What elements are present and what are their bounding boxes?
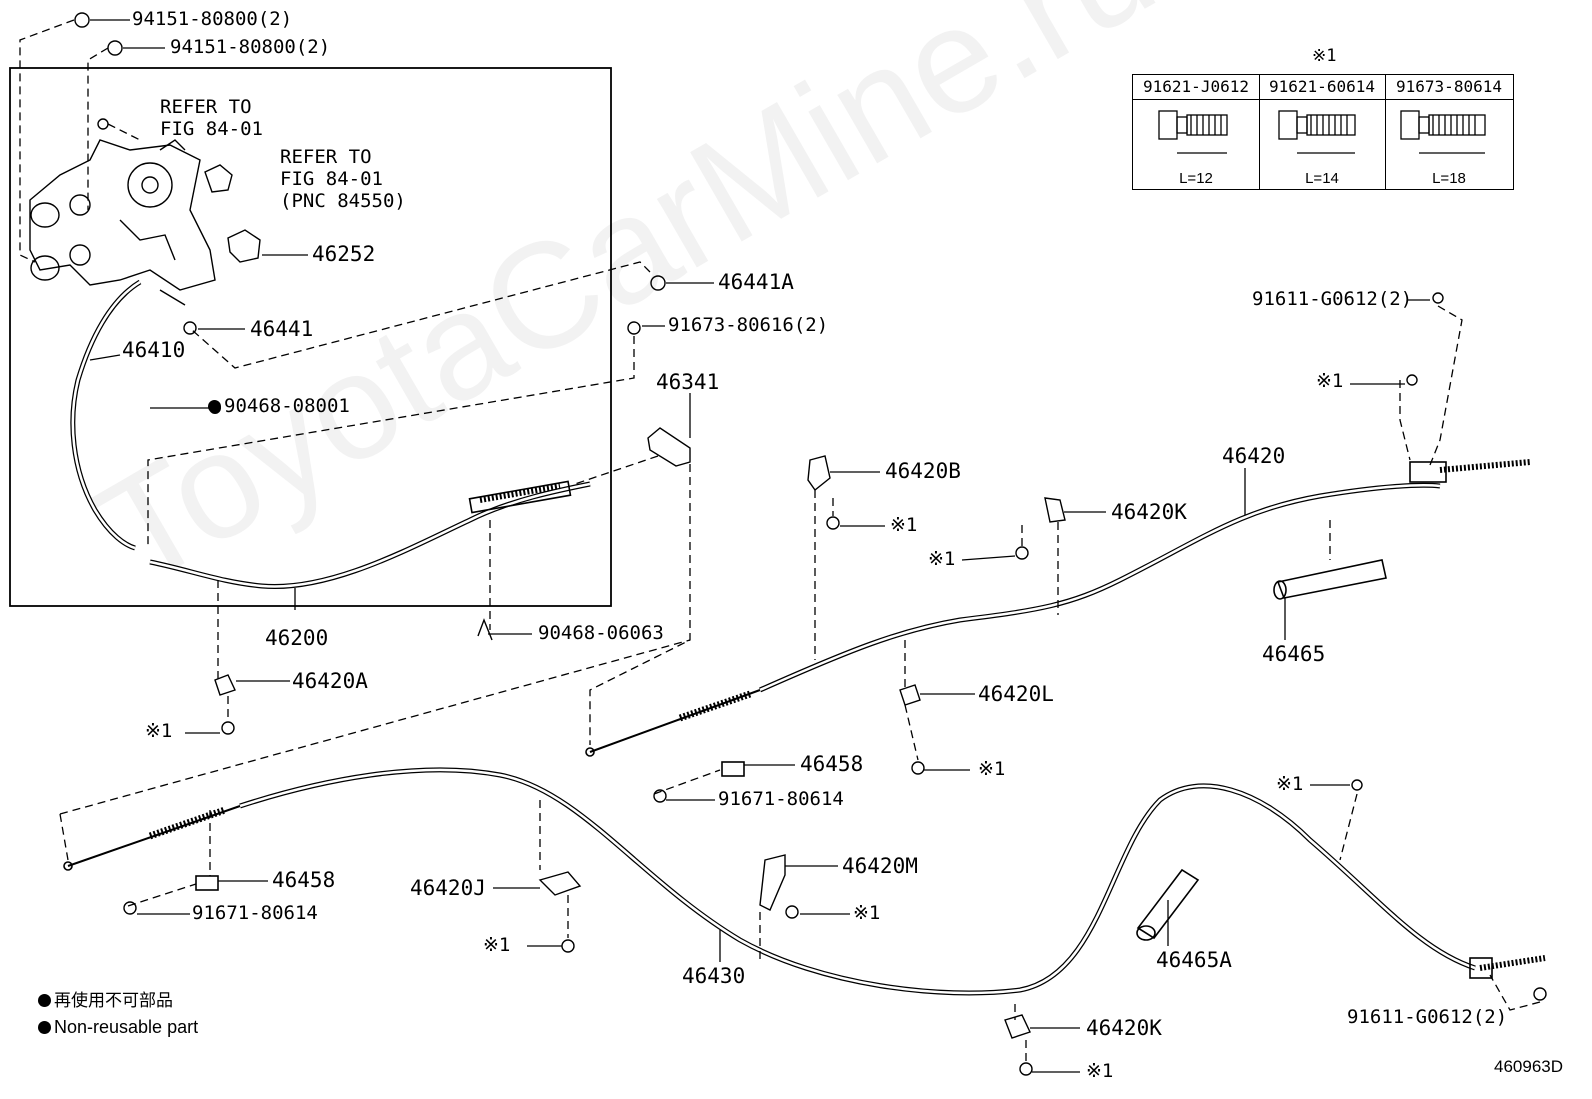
label-46441A: 46441A <box>718 270 794 294</box>
label-46410: 46410 <box>122 338 186 362</box>
note-table-divider <box>1133 99 1513 100</box>
note-46420B: ※1 <box>890 514 918 536</box>
note-col-length: L=18 <box>1432 170 1466 187</box>
label-46420: 46420 <box>1222 444 1286 468</box>
label-91671-b: 91671-80614 <box>192 902 318 924</box>
plate-46458-b <box>195 875 219 891</box>
label-nut-a: 94151-80800(2) <box>132 8 293 30</box>
label-91673-80616: 91673-80616(2) <box>668 314 829 336</box>
bolt-icon <box>1278 110 1356 154</box>
label-46458-b: 46458 <box>272 868 336 892</box>
label-46200: 46200 <box>265 626 329 650</box>
cable-46200 <box>149 481 591 590</box>
clamp-46420L <box>899 684 921 706</box>
label-46465: 46465 <box>1262 642 1326 666</box>
note-col-part: 91621-60614 <box>1269 77 1375 96</box>
legend-jp: 再使用不可部品 <box>38 992 173 1009</box>
note-table: 91621-J0612 L=12 91621-60614 L=14 91673-… <box>1132 74 1514 190</box>
cable-46420 <box>758 482 1441 693</box>
note-46420L: ※1 <box>978 758 1006 780</box>
note-col-part: 91673-80614 <box>1396 77 1502 96</box>
bracket-46420M <box>759 854 786 911</box>
label-91611-bot: 91611-G0612(2) <box>1347 1006 1508 1028</box>
note-col-3: 91673-80614 L=18 <box>1385 75 1513 189</box>
note-col-part: 91621-J0612 <box>1143 77 1249 96</box>
dashed-leaders <box>19 19 1541 1062</box>
note-col-2: 91621-60614 L=14 <box>1259 75 1386 189</box>
boot-46465A <box>1136 868 1200 941</box>
bracket-46341 <box>647 427 691 467</box>
label-46458-a: 46458 <box>800 752 864 776</box>
threaded-end-46200 <box>468 480 572 514</box>
note-46430-bolt: ※1 <box>1276 773 1304 795</box>
clamp-46420J <box>538 871 582 896</box>
solid-leaders <box>89 19 1430 1073</box>
lever-assembly <box>29 139 216 291</box>
note-46420-bolt: ※1 <box>1316 370 1344 392</box>
label-90468-08001: 90468-08001 <box>208 397 350 416</box>
label-46420A: 46420A <box>292 669 368 693</box>
label-46441: 46441 <box>250 317 314 341</box>
note-col-length: L=12 <box>1179 170 1213 187</box>
plate-46458-a <box>721 761 745 777</box>
bracket-46252 <box>227 229 261 263</box>
clamp-46420A <box>214 674 236 696</box>
threaded-46420-front <box>678 690 752 722</box>
label-91611-top: 91611-G0612(2) <box>1252 288 1413 310</box>
rod-46420-front <box>589 689 761 753</box>
label-46420K-bot: 46420K <box>1086 1016 1162 1040</box>
cable-46430 <box>239 767 1476 996</box>
label-nut-b: 94151-80800(2) <box>170 36 331 58</box>
ref1-line2: FIG 84-01 <box>160 118 263 140</box>
label-46430: 46430 <box>682 964 746 988</box>
note-col-length: L=14 <box>1305 170 1339 187</box>
note-col-1: 91621-J0612 L=12 <box>1133 75 1260 189</box>
inset-frame <box>9 67 612 607</box>
clip-90468-06063 <box>477 618 493 641</box>
ref2-line2: FIG 84-01 <box>280 168 383 190</box>
bolt-icon <box>1400 110 1486 154</box>
clamp-46420K-top <box>1044 497 1066 523</box>
label-46420L: 46420L <box>978 682 1054 706</box>
label-46420M: 46420M <box>842 854 918 878</box>
threaded-46430-front <box>148 806 227 840</box>
ref1-line1: REFER TO <box>160 96 252 118</box>
label-46465A: 46465A <box>1156 948 1232 972</box>
label-91671-a: 91671-80614 <box>718 788 844 810</box>
label-90468-06063: 90468-06063 <box>538 622 664 644</box>
diagram-id: 460963D <box>1494 1057 1564 1076</box>
label-46341: 46341 <box>656 370 720 394</box>
threaded-46430-rear <box>1469 955 1546 979</box>
label-46252: 46252 <box>312 242 376 266</box>
clip-ref <box>204 164 233 193</box>
cable-46410 <box>70 279 142 551</box>
note-46420J: ※1 <box>483 934 511 956</box>
note-46420K-top: ※1 <box>928 548 956 570</box>
note-46420M: ※1 <box>853 902 881 924</box>
note-table-mark: ※1 <box>1312 46 1337 66</box>
ref2-line3: (PNC 84550) <box>280 190 406 212</box>
note-46420A: ※1 <box>145 720 173 742</box>
label-46420J: 46420J <box>410 876 486 900</box>
fasteners <box>74 12 1547 1076</box>
note-46420K-bot: ※1 <box>1086 1060 1114 1082</box>
ref2-line1: REFER TO <box>280 146 372 168</box>
clamp-46420B <box>807 455 831 492</box>
cable-stop-46441 <box>159 289 197 335</box>
label-46420B: 46420B <box>885 459 961 483</box>
label-46420K-top: 46420K <box>1111 500 1187 524</box>
threaded-46420-rear <box>1409 459 1531 483</box>
boot-46465 <box>1273 559 1387 600</box>
bolt-icon <box>1158 110 1228 154</box>
rod-46430-front <box>67 805 241 867</box>
clamp-46420K-bot <box>1004 1014 1031 1039</box>
legend-en: Non-reusable part <box>38 1018 198 1036</box>
